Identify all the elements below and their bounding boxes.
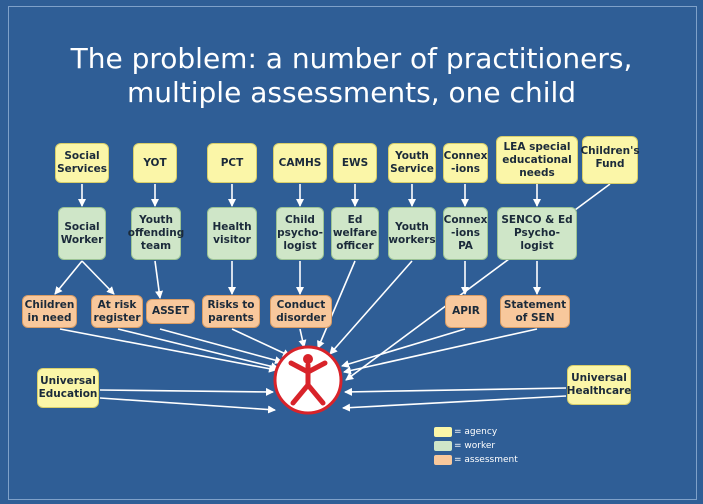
agency-youth-service: Youth Service <box>388 143 436 183</box>
arrow-conduct-to-child <box>298 328 307 348</box>
arrow-asset-to-child <box>159 328 283 365</box>
agency-connexions: Connex -ions <box>443 143 488 183</box>
assessment-asset: ASSET <box>146 299 195 324</box>
assessment-children-in-need: Children in need <box>22 295 77 328</box>
agency-pct: PCT <box>207 143 257 183</box>
legend: = agency = worker = assessment <box>434 422 530 470</box>
assessment-apir: APIR <box>445 295 487 328</box>
title-line-1: The problem: a number of practitioners, <box>70 42 633 75</box>
arrow-risks-to-child <box>231 328 291 357</box>
legend-row-worker: = worker <box>434 440 495 452</box>
arrow-ed-welfare-to-child <box>317 260 356 349</box>
worker-youth-offending-team: Youth offending team <box>128 207 184 260</box>
legend-label-worker: = worker <box>454 441 496 451</box>
arrow-universal-education-to-child <box>99 387 274 396</box>
worker-ed-welfare-officer: Ed welfare officer <box>331 207 379 260</box>
legend-label-assessment: = assessment <box>454 455 518 465</box>
legend-row-agency: = agency <box>434 426 497 438</box>
worker-social-worker: Social Worker <box>58 207 106 260</box>
arrow-at-risk-to-child <box>117 328 279 371</box>
legend-swatch-worker <box>434 441 452 451</box>
arrow-statement-to-child <box>343 328 538 375</box>
arrow-social-worker-to-children-in-need <box>54 260 83 295</box>
arrow-yot-worker-to-asset <box>154 260 164 299</box>
assessment-statement-of-sen: Statement of SEN <box>500 295 570 328</box>
title-line-2: multiple assessments, one child <box>126 76 577 109</box>
child-figure-icon <box>273 345 343 415</box>
agency-lea-sen: LEA special educational needs <box>496 136 578 184</box>
arrow-children-in-need-to-child <box>59 328 277 373</box>
agency-camhs: CAMHS <box>273 143 327 183</box>
legend-swatch-agency <box>434 427 452 437</box>
legend-swatch-assessment <box>434 455 452 465</box>
agency-social-services: Social Services <box>55 143 109 183</box>
arrow-youth-workers-to-child <box>329 260 413 355</box>
arrow-universal-education-to-child-2 <box>99 397 276 414</box>
legend-row-assessment: = assessment <box>434 454 518 466</box>
agency-ews: EWS <box>333 143 377 183</box>
arrow-universal-healthcare-to-child <box>344 387 567 396</box>
assessment-at-risk-register: At risk register <box>91 295 143 328</box>
worker-connexions-pa: Connex -ions PA <box>443 207 488 260</box>
worker-senco-ed-psychologist: SENCO & Ed Psycho- logist <box>497 207 577 260</box>
agency-universal-healthcare: Universal Healthcare <box>567 365 631 405</box>
worker-child-psychologist: Child psycho- logist <box>276 207 324 260</box>
assessment-conduct-disorder: Conduct disorder <box>270 295 332 328</box>
agency-childrens-fund: Children's Fund <box>580 136 640 184</box>
slide-frame <box>8 6 697 500</box>
arrow-universal-healthcare-to-child-2 <box>342 395 567 412</box>
slide-title: The problem: a number of practitioners, … <box>30 42 673 110</box>
assessment-risks-to-parents: Risks to parents <box>202 295 260 328</box>
worker-health-visitor: Health visitor <box>207 207 257 260</box>
arrow-social-worker-to-at-risk <box>81 260 115 295</box>
worker-youth-workers: Youth workers <box>388 207 436 260</box>
agency-yot: YOT <box>133 143 177 183</box>
legend-label-agency: = agency <box>454 427 498 437</box>
agency-universal-education: Universal Education <box>37 368 99 408</box>
arrow-apir-to-child <box>341 328 466 368</box>
